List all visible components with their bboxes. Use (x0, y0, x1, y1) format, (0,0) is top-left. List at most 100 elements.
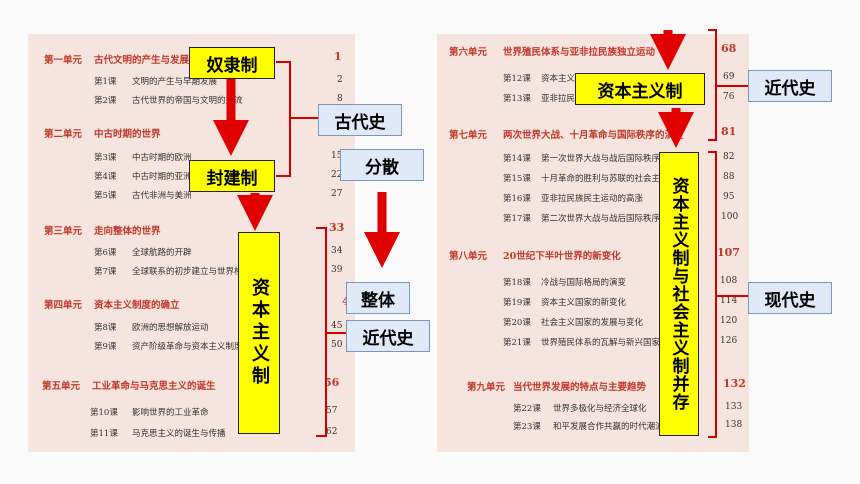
lesson-16-title: 亚非拉民族民主运动的高涨 (541, 194, 644, 204)
ancient-history-label: 古代史 (318, 104, 402, 136)
lesson-13-page: 76 (723, 92, 735, 102)
unit-9-page: 132 (723, 377, 746, 390)
ancient-bracket (276, 61, 291, 177)
modern-history-right-label: 近代史 (748, 70, 832, 102)
lesson-2-title: 古代世界的帝国与文明的交流 (132, 96, 243, 106)
lesson-1-label: 第1课 (94, 77, 117, 87)
lesson-9-label: 第9课 (94, 342, 117, 352)
lesson-8-label: 第8课 (94, 323, 117, 333)
lesson-23-page: 138 (725, 420, 743, 430)
lesson-11-title: 马克思主义的诞生与传播 (132, 429, 226, 439)
modern-bracket-right (708, 29, 717, 141)
unit-1-title: 古代文明的产生与发展 (94, 55, 190, 66)
lesson-19-label: 第19课 (503, 298, 531, 308)
unit-6-page: 68 (721, 42, 737, 55)
lesson-10-page: 57 (326, 406, 338, 416)
lesson-23-label: 第23课 (513, 422, 541, 432)
lesson-22-title: 世界多极化与经济全球化 (553, 404, 647, 414)
lesson-22-page: 133 (725, 402, 743, 412)
lesson-2-label: 第2课 (94, 96, 117, 106)
lesson-1-title: 文明的产生与早期发展 (132, 77, 218, 87)
lesson-11-label: 第11课 (90, 429, 118, 439)
capitalism-vertical-label: 资本主义制 (238, 232, 280, 434)
unit-7-label: 第七单元 (449, 130, 488, 141)
lesson-7-title: 全球联系的初步建立与世界格局的演变 (132, 267, 277, 277)
unit-9-label: 第九单元 (467, 382, 506, 393)
unit-1-label: 第一单元 (44, 55, 83, 66)
lesson-7-label: 第7课 (94, 267, 117, 277)
lesson-7-page: 39 (331, 265, 343, 275)
lesson-18-title: 冷战与国际格局的演变 (541, 278, 627, 288)
lesson-9-page: 50 (331, 340, 343, 350)
lesson-21-page: 126 (720, 336, 738, 346)
lesson-3-page: 15 (331, 151, 343, 161)
unit-2-title: 中古时期的世界 (94, 129, 161, 140)
lesson-20-label: 第20课 (503, 318, 531, 328)
lesson-6-page: 34 (331, 246, 343, 256)
unit-8-title: 20世纪下半叶世界的新变化 (503, 251, 621, 262)
lesson-18-label: 第18课 (503, 278, 531, 288)
coexist-vertical-label: 资本主义制与社会主义制并存 (659, 152, 699, 436)
unit-7-page: 81 (721, 125, 737, 138)
unit-3-page: 33 (329, 221, 345, 234)
lesson-3-title: 中古时期的欧洲 (132, 153, 192, 163)
lesson-15-label: 第15课 (503, 174, 531, 184)
lesson-5-title: 古代非洲与美洲 (132, 191, 192, 201)
unit-7-title: 两次世界大战、十月革命与国际秩序的演变 (503, 130, 684, 141)
lesson-5-label: 第5课 (94, 191, 117, 201)
lesson-4-page: 22 (331, 170, 343, 180)
lesson-4-title: 中古时期的亚洲 (132, 172, 192, 182)
capitalism-label: 资本主义制 (575, 73, 705, 105)
unit-9-title: 当代世界发展的特点与主要趋势 (513, 382, 647, 393)
lesson-5-page: 27 (331, 189, 343, 199)
lesson-17-title: 第二次世界大战与战后国际秩序的形成 (541, 214, 686, 224)
unit-4-label: 第四单元 (44, 300, 83, 311)
contemporary-bracket (708, 151, 717, 438)
lesson-8-title: 欧洲的思想解放运动 (132, 323, 209, 333)
lesson-10-title: 影响世界的工业革命 (132, 408, 209, 418)
lesson-6-label: 第6课 (94, 248, 117, 258)
lesson-6-title: 全球航路的开辟 (132, 248, 192, 258)
lesson-14-page: 82 (723, 152, 735, 162)
lesson-15-page: 88 (723, 172, 735, 182)
lesson-20-page: 120 (720, 316, 738, 326)
lesson-11-page: 62 (326, 427, 338, 437)
whole-label: 整体 (346, 282, 410, 314)
lesson-3-label: 第3课 (94, 153, 117, 163)
lesson-19-title: 资本主义国家的新变化 (541, 298, 627, 308)
lesson-15-title: 十月革命的胜利与苏联的社会主义实践 (541, 174, 686, 184)
lesson-23-title: 和平发展合作共赢的时代潮流 (553, 422, 664, 432)
lesson-12-label: 第12课 (503, 74, 531, 84)
lesson-20-title: 社会主义国家的发展与变化 (541, 318, 644, 328)
lesson-16-page: 95 (723, 192, 735, 202)
unit-8-page: 107 (717, 246, 740, 259)
lesson-19-page: 114 (720, 296, 738, 306)
unit-2-label: 第二单元 (44, 129, 83, 140)
lesson-2-page: 8 (337, 94, 343, 104)
lesson-4-label: 第4课 (94, 172, 117, 182)
unit-3-label: 第三单元 (44, 226, 83, 237)
lesson-16-label: 第16课 (503, 194, 531, 204)
slavery-label: 奴隶制 (189, 47, 275, 79)
lesson-21-label: 第21课 (503, 338, 531, 348)
lesson-22-label: 第22课 (513, 404, 541, 414)
lesson-12-page: 69 (723, 72, 735, 82)
unit-3-title: 走向整体的世界 (94, 226, 161, 237)
lesson-13-label: 第13课 (503, 94, 531, 104)
scattered-label: 分散 (340, 149, 424, 181)
lesson-9-title: 资产阶级革命与资本主义制度的确立 (132, 342, 269, 352)
contemporary-history-label: 现代史 (748, 282, 832, 314)
lesson-21-title: 世界殖民体系的瓦解与新兴国家的发展 (541, 338, 686, 348)
lesson-14-title: 第一次世界大战与战后国际秩序 (541, 154, 661, 164)
lesson-18-page: 108 (720, 276, 738, 286)
unit-6-title: 世界殖民体系与亚非拉民族独立运动 (503, 47, 656, 58)
unit-6-label: 第六单元 (449, 47, 488, 58)
lesson-14-label: 第14课 (503, 154, 531, 164)
unit-1-page: 1 (334, 50, 342, 63)
lesson-10-label: 第10课 (90, 408, 118, 418)
left-contents-page: 第一单元 古代文明的产生与发展 1 第1课 文明的产生与早期发展 2 第2课 古… (28, 34, 357, 452)
lesson-17-page: 100 (721, 212, 739, 222)
lesson-8-page: 45 (331, 321, 343, 331)
unit-5-page: 56 (324, 376, 340, 389)
